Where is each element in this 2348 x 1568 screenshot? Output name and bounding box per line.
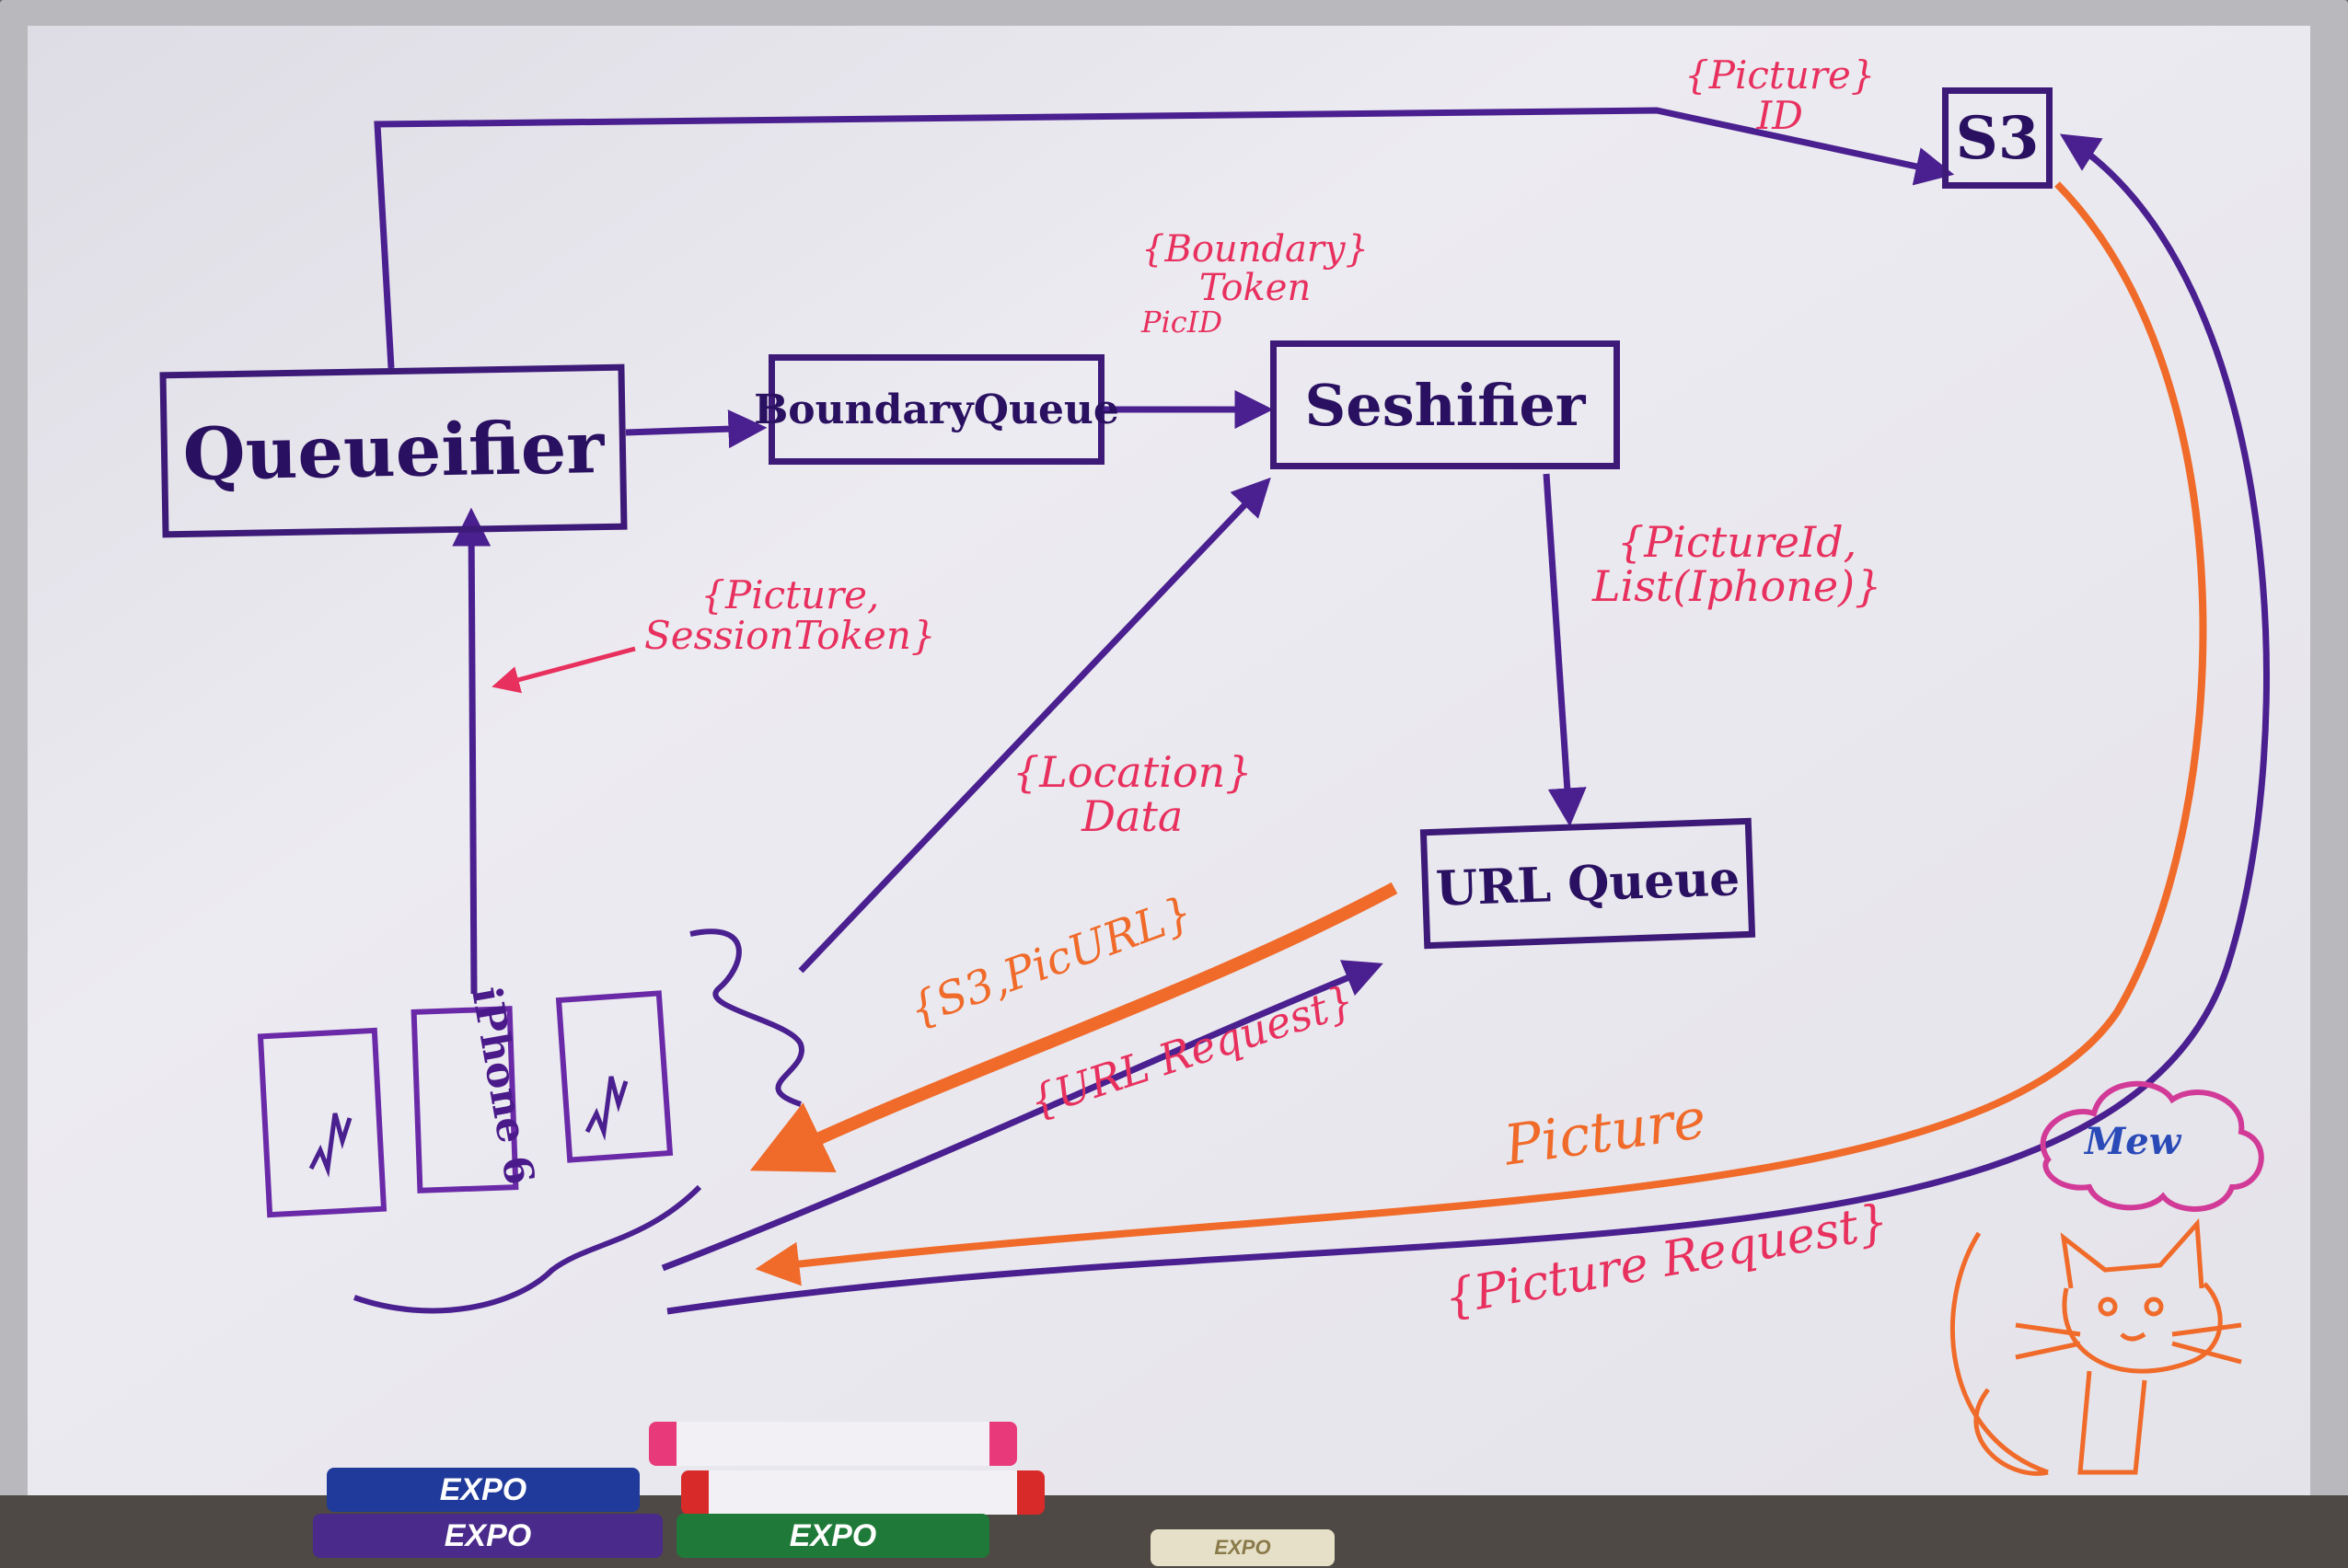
phone-iphone6: iPhone 6 xyxy=(411,984,543,1193)
marker-purple: EXPO xyxy=(313,1514,663,1558)
label-picture-id-s3: {Picture}ID xyxy=(1684,52,1876,139)
phone-right xyxy=(555,990,674,1163)
label-location-data: {Location}Data xyxy=(1012,747,1253,842)
marker-blue: EXPO xyxy=(327,1468,640,1512)
boundary-queue-label: BoundaryQueue xyxy=(754,386,1119,433)
cat-doodle-icon xyxy=(1949,1217,2242,1476)
seshifier-label: Seshifier xyxy=(1304,371,1586,439)
label-boundary-token: {Boundary}Token PicID xyxy=(1141,228,1370,340)
label-mew: Mew xyxy=(2085,1120,2181,1163)
boundary-queue-box: BoundaryQueue xyxy=(754,354,1119,465)
url-queue-box: URL Queue xyxy=(1419,817,1756,950)
marker-green: EXPO xyxy=(677,1514,989,1558)
label-picture-session: {Picture,SessionToken} xyxy=(644,572,936,659)
queueifier-box: Queueifier xyxy=(159,363,628,538)
url-queue-label: URL Queue xyxy=(1434,849,1741,917)
queueifier-label: Queueifier xyxy=(181,405,606,497)
label-picture-id-list: {PictureId,List(Iphone)} xyxy=(1592,517,1882,612)
phone-left xyxy=(257,1027,387,1218)
marker-extra: EXPO xyxy=(1151,1529,1335,1566)
seshifier-box: Seshifier xyxy=(1270,340,1620,469)
marker-pink xyxy=(649,1422,1017,1466)
marker-red xyxy=(681,1470,1045,1515)
s3-box: S3 xyxy=(1942,87,2053,189)
s3-label: S3 xyxy=(1955,103,2040,173)
